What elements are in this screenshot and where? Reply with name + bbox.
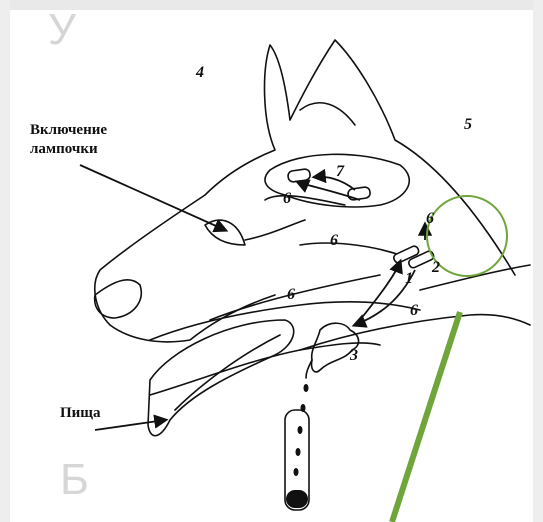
nerve-tongue (210, 275, 380, 320)
saliva-drop (296, 448, 301, 456)
number-3: 3 (350, 347, 358, 365)
number-6-pathway: 6 (330, 232, 338, 250)
brain-lower-outline (265, 196, 345, 205)
saliva-drop (301, 404, 306, 412)
lamp-label-line1: Включение (30, 121, 107, 139)
number-4: 4 (196, 64, 204, 82)
corner-letter-top: У (48, 8, 76, 52)
dog-upper-jaw (150, 302, 420, 340)
saliva-drop (298, 426, 303, 434)
saliva-drop (304, 384, 309, 392)
number-6-brain: 6 (283, 190, 291, 208)
number-6-tongue: 6 (287, 286, 295, 304)
dog-lower-jaw (150, 343, 380, 395)
dog-nose (95, 280, 142, 318)
dog-ear-inner (300, 103, 355, 125)
nerve-brainstem (300, 243, 400, 255)
number-5: 5 (464, 116, 472, 134)
number-6-gland: 6 (410, 302, 418, 320)
dog-head-outline (95, 40, 515, 342)
saliva-collected (286, 490, 308, 508)
number-1: 1 (405, 270, 413, 288)
number-7: 7 (336, 163, 344, 181)
highlight-pointer-line (392, 312, 460, 522)
nerve-eye-to-brain (245, 220, 305, 240)
number-6-right: 6 (426, 210, 434, 228)
lamp-arrow (80, 165, 225, 230)
visual-center (287, 169, 310, 183)
salivary-center (347, 187, 370, 201)
lamp-label-line2: лампочки (30, 140, 98, 158)
saliva-drop (294, 468, 299, 476)
number-2: 2 (432, 259, 440, 277)
salivary-duct (306, 360, 312, 378)
corner-letter-bottom: Б (60, 458, 89, 502)
dog-tongue (148, 320, 294, 436)
food-arrow (95, 420, 165, 430)
food-label: Пища (60, 404, 100, 422)
